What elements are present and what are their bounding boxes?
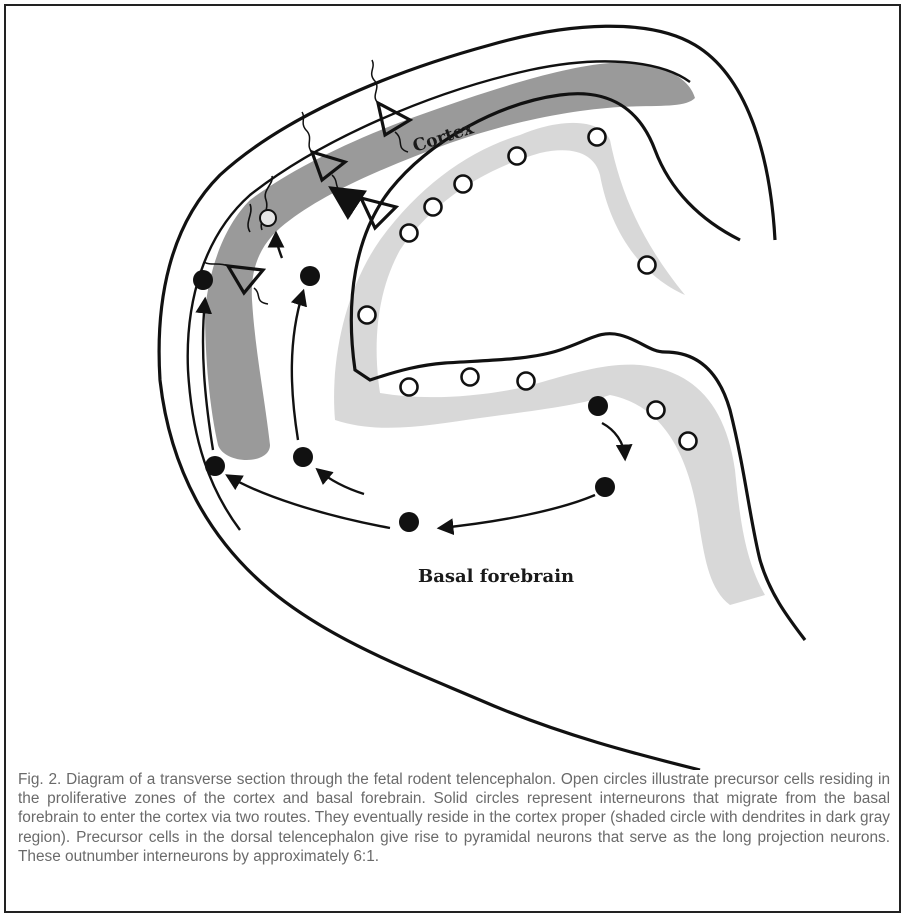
- precursor-cell: [425, 199, 442, 216]
- label-basal-forebrain: Basal forebrain: [418, 566, 574, 587]
- precursor-cell: [589, 129, 606, 146]
- interneuron: [300, 266, 320, 286]
- figure-caption: Fig. 2. Diagram of a transverse section …: [18, 770, 890, 866]
- precursor-cell: [509, 148, 526, 165]
- interneuron: [399, 512, 419, 532]
- precursor-cell: [401, 379, 418, 396]
- interneuron: [293, 447, 313, 467]
- interneuron: [205, 456, 225, 476]
- precursor-cell: [462, 369, 479, 386]
- arrow-basal-to-cortex: [440, 495, 595, 528]
- precursor-cell: [401, 225, 418, 242]
- precursor-cell: [639, 257, 656, 274]
- precursor-cell: [648, 402, 665, 419]
- precursor-cell: [680, 433, 697, 450]
- arrow-ventral-curve: [602, 423, 625, 458]
- interneuron: [193, 270, 213, 290]
- precursor-cell: [359, 307, 376, 324]
- pyramidal-neuron: [361, 198, 396, 228]
- telencephalon-diagram: Cortex Basal forebrain: [0, 0, 909, 770]
- interneuron: [588, 396, 608, 416]
- arrow-tangential-lower: [228, 476, 390, 528]
- precursor-cell: [455, 176, 472, 193]
- arrow-subventricular-route: [292, 292, 303, 440]
- arrow-to-cortex-proper: [276, 234, 282, 258]
- precursor-cell: [518, 373, 535, 390]
- interneuron: [595, 477, 615, 497]
- arrow-intermediate: [318, 470, 364, 494]
